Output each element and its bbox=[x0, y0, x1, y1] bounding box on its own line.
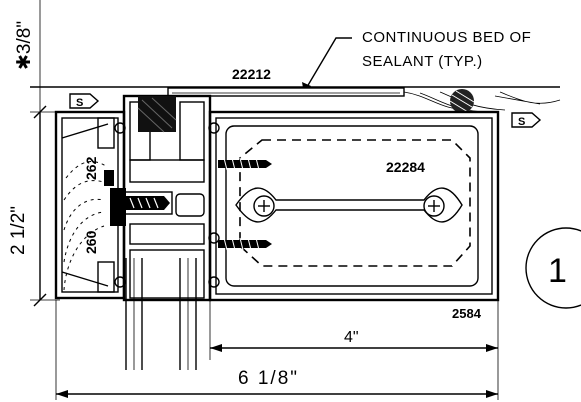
svg-text:S: S bbox=[76, 97, 83, 109]
screw-head-right bbox=[423, 195, 445, 217]
dimension-four-inch: 4" bbox=[344, 329, 359, 346]
glass-lites bbox=[125, 258, 197, 370]
sealant-symbol-left: S bbox=[69, 93, 100, 109]
sealant-symbol-right: S bbox=[511, 112, 542, 128]
tube-profile-22284 bbox=[208, 110, 500, 302]
sealant-leader bbox=[303, 37, 352, 93]
screw-upper bbox=[218, 157, 272, 171]
part-number-262: 262 bbox=[83, 156, 99, 180]
clip-screw bbox=[208, 276, 220, 288]
arrowhead bbox=[210, 344, 222, 352]
dimension-tick bbox=[33, 293, 47, 307]
dimension-tick bbox=[33, 105, 47, 119]
detail-callout-circle bbox=[525, 227, 581, 309]
clip-screw bbox=[114, 276, 126, 288]
substrate-hatch bbox=[403, 91, 561, 113]
detail-callout-number: 1 bbox=[548, 252, 567, 290]
screw-head-left bbox=[253, 195, 275, 217]
dimension-six-and-eighth: 6 1/8" bbox=[238, 368, 299, 389]
gasket-texture bbox=[137, 97, 177, 133]
clip-screw bbox=[208, 232, 220, 244]
sealant-note-line-1: CONTINUOUS BED OF bbox=[362, 29, 531, 46]
part-number-2584: 2584 bbox=[452, 306, 482, 321]
sealant-note-line-2: SEALANT (TYP.) bbox=[362, 53, 483, 70]
arrowhead bbox=[56, 390, 68, 398]
dimension-three-eighths: ✱3/8" bbox=[14, 21, 35, 70]
screw-lower bbox=[218, 237, 272, 251]
gasket-small bbox=[104, 170, 114, 186]
bolt-thread bbox=[129, 197, 159, 209]
part-number-260: 260 bbox=[83, 230, 99, 254]
svg-text:S: S bbox=[518, 116, 525, 128]
part-number-22284: 22284 bbox=[386, 159, 425, 175]
clip-screw bbox=[114, 122, 126, 134]
arrowhead bbox=[486, 390, 498, 398]
bolt-housing bbox=[123, 191, 173, 215]
gasket-block-left bbox=[110, 188, 126, 226]
tube-cavity-dashed bbox=[239, 139, 471, 267]
backer-rod-texture bbox=[449, 90, 475, 113]
part-number-22212: 22212 bbox=[232, 66, 271, 82]
clip-screw bbox=[208, 122, 220, 134]
tube-web bbox=[235, 187, 463, 223]
dimension-two-and-half: 2 1/2" bbox=[8, 206, 29, 255]
arrowhead bbox=[486, 344, 498, 352]
